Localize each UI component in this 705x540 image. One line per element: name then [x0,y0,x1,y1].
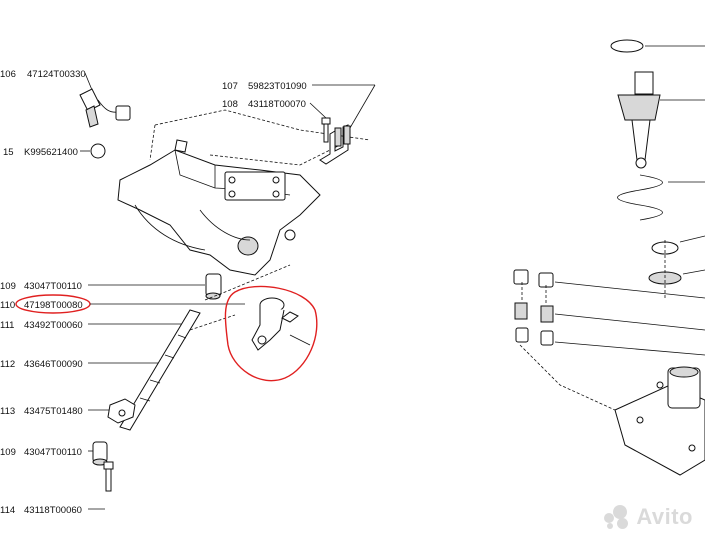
item-number: 15 [3,147,14,158]
item-number: 107 [222,81,238,92]
part-number: 43118T00060 [24,505,82,516]
plugs-and-springs [513,269,705,356]
bolt-108 [321,117,331,143]
part-number: 43646T00090 [24,359,83,370]
item-number: 113 [0,406,15,417]
part-number: 43118T00070 [248,99,306,110]
part-number: K995621400 [24,147,78,158]
item-number: 111 [0,320,14,331]
part-number: 43047T00110 [24,281,82,292]
item-number: 108 [222,99,238,110]
part-number: 43492T00060 [24,320,83,331]
shaft-112 [119,309,201,431]
watermark: Avito [604,504,693,530]
part-number: 43047T00110 [24,447,82,458]
label-row-108: 108 43118T00070 [222,99,306,110]
item-number: 109 [0,447,16,458]
item-number: 110 [0,300,15,311]
label-row-109b: 109 43047T00110 [0,447,82,458]
gearbox-housing [117,109,371,276]
sensor-106 [79,88,131,128]
cover-plate [519,344,705,476]
label-row-107: 107 59823T01090 [222,81,307,92]
bushing-109-top [205,273,222,300]
label-row-109a: 109 43047T00110 [0,281,82,292]
label-row-112: 112 43646T00090 [0,359,83,370]
label-row-113: 113 43475T01480 [0,406,83,417]
item-number: 114 [0,505,15,516]
part-number: 43475T01480 [24,406,83,417]
label-row-15: 15 K995621400 [3,147,78,158]
bolt-114 [103,461,114,492]
part-number: 59823T01090 [248,81,307,92]
part-number-highlighted: 47198T00080 [24,300,83,311]
item-number: 109 [0,281,16,292]
part-number: 47124T00330 [27,69,86,80]
label-row-114: 114 43118T00060 [0,505,82,516]
fork-110 [251,297,311,351]
label-row-111: 111 43492T00060 [0,320,83,331]
right-assembly [610,39,705,300]
item-number: 112 [0,359,15,370]
o-ring-15 [90,143,106,159]
label-row-110: 110 47198T00080 [0,300,83,311]
bushing-109-bottom [92,441,108,466]
item-number: 106 [0,69,16,80]
watermark-text: Avito [636,504,693,529]
avito-logo-icon [604,505,632,529]
lever-113 [107,398,136,424]
label-row-106: 106 47124T00330 [0,69,86,80]
highlight-ring-part [224,285,318,382]
bracket-107 [319,124,351,165]
